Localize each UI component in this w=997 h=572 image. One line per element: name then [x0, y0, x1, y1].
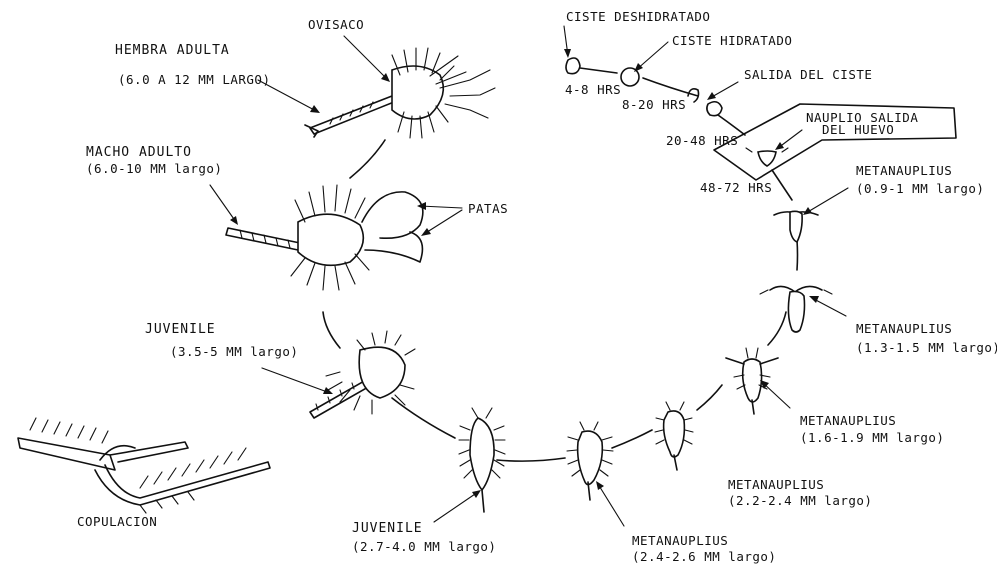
juvenile-large	[310, 331, 415, 418]
time-20-48-hrs: 20-48 HRS	[666, 134, 738, 148]
juvenile-upper-title: JUVENILE	[145, 323, 216, 337]
time-8-20-hrs: 8-20 HRS	[622, 98, 686, 112]
metanauplius-2-2-title: METANAUPLIUS	[728, 478, 824, 492]
adult-female	[305, 48, 495, 138]
metanauplius-1-3	[760, 286, 832, 332]
metanauplius-2-4-title: METANAUPLIUS	[632, 534, 728, 548]
copulation-pair	[18, 418, 270, 513]
juvenile-upper-size: (3.5-5 MM largo)	[170, 345, 298, 359]
adult-male-size: (6.0-10 MM largo)	[86, 162, 222, 176]
metanauplius-0-9-title: METANAUPLIUS	[856, 164, 952, 178]
juvenile-lower-size: (2.7-4.0 MM largo)	[352, 540, 496, 554]
time-4-8-hrs: 4-8 HRS	[565, 83, 621, 97]
metanauplius-2-2	[655, 402, 693, 470]
cyst-exit-label: SALIDA DEL CISTE	[744, 68, 872, 82]
cyst-dehydrated-label: CISTE DESHIDRATADO	[566, 10, 710, 24]
adult-female-title: HEMBRA ADULTA	[115, 44, 230, 58]
cycle-path	[323, 68, 798, 461]
metanauplius-1-6	[726, 348, 778, 414]
ovisac-label: OVISACO	[308, 18, 364, 32]
metanauplius-1-3-size: (1.3-1.5 MM largo)	[856, 341, 997, 355]
metanauplius-1-6-title: METANAUPLIUS	[800, 414, 896, 428]
metanauplius-1-6-size: (1.6-1.9 MM largo)	[800, 431, 944, 445]
nauplius-hatch-line2: DEL HUEVO	[822, 123, 894, 137]
juvenile-lower-title: JUVENILE	[352, 522, 423, 536]
adult-male	[226, 185, 423, 290]
metanauplius-0-9-size: (0.9-1 MM largo)	[856, 182, 984, 196]
pointer-arrows	[210, 26, 848, 526]
metanauplius-0-9	[774, 211, 818, 242]
metanauplius-2-4	[567, 422, 613, 500]
metanauplius-1-3-title: METANAUPLIUS	[856, 322, 952, 336]
adult-male-title: MACHO ADULTO	[86, 146, 192, 160]
metanauplius-2-4-size: (2.4-2.6 MM largo)	[632, 550, 776, 564]
adult-female-size: (6.0 A 12 MM LARGO)	[118, 73, 271, 87]
metanauplius-2-2-size: (2.2-2.4 MM largo)	[728, 494, 872, 508]
time-48-72-hrs: 48-72 HRS	[700, 181, 772, 195]
copulation-label: COPULACION	[77, 515, 157, 529]
legs-label: PATAS	[468, 202, 508, 216]
cyst-hydrated-label: CISTE HIDRATADO	[672, 34, 792, 48]
